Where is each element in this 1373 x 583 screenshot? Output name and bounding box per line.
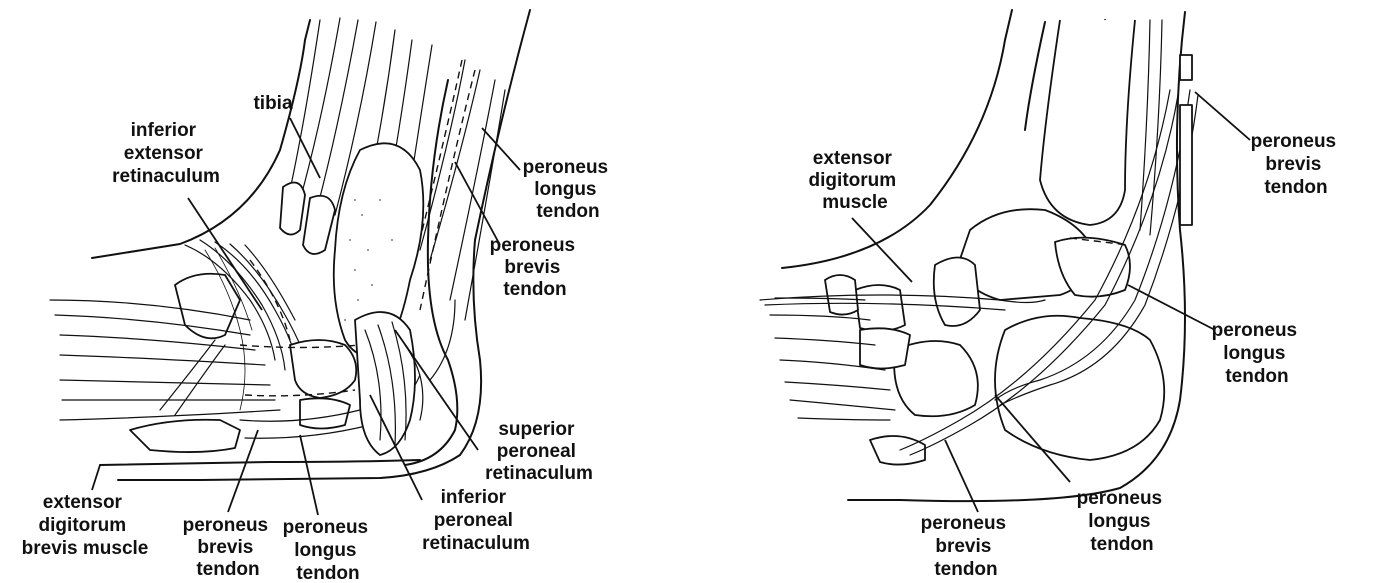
label-peroneus-longus-tendon-right-lower: peroneus longus tendon: [1077, 488, 1168, 555]
right-foot-illustration: [760, 10, 1198, 501]
label-extensor-digitorum-brevis-muscle: extensor digitorum brevis muscle: [22, 492, 149, 559]
label-inferior-extensor-retinaculum: inferior extensor retinaculum: [112, 120, 220, 187]
label-extensor-digitorum-muscle: extensor digitorum muscle: [809, 148, 902, 213]
label-peroneus-brevis-tendon-lower: peroneus brevis tendon: [183, 515, 274, 580]
label-peroneus-brevis-tendon-right-upper: peroneus brevis tendon: [1251, 131, 1342, 198]
label-tibia: tibia: [253, 93, 292, 114]
label-peroneus-longus-tendon-lower: peroneus longus tendon: [283, 517, 374, 583]
left-ankle-illustration: [50, 10, 530, 480]
label-peroneus-longus-tendon-right-middle: peroneus longus tendon: [1212, 320, 1303, 387]
label-inferior-peroneal-retinaculum: inferior peroneal retinaculum: [422, 487, 530, 554]
label-peroneus-brevis-tendon-upper: peroneus brevis tendon: [490, 235, 581, 300]
label-superior-peroneal-retinaculum: superior peroneal retinaculum: [485, 419, 593, 484]
right-tibia: [1040, 20, 1135, 225]
label-peroneus-brevis-tendon-right-lower: peroneus brevis tendon: [921, 513, 1012, 580]
label-peroneus-longus-tendon-upper: peroneus longus tendon: [523, 157, 614, 222]
right-calcaneus: [995, 316, 1164, 460]
